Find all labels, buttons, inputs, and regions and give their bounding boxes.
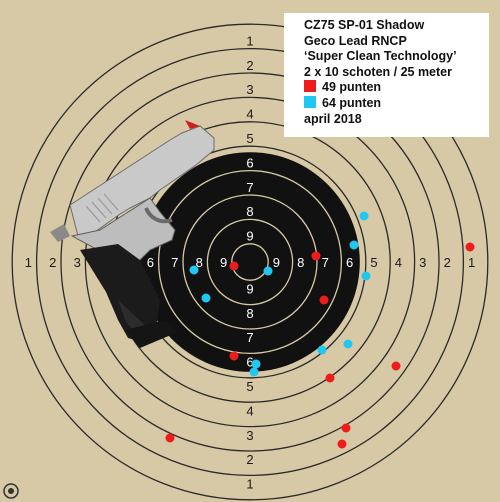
target-ring	[231, 243, 269, 281]
ring-number: 9	[273, 255, 280, 270]
ring-number: 8	[297, 255, 304, 270]
legend-ammo: Geco Lead RNCP	[304, 33, 407, 48]
ring-number: 3	[419, 255, 426, 270]
red-hit	[341, 423, 351, 433]
bullet-hits	[165, 211, 475, 449]
legend-shots: 2 x 10 schoten / 25 meter	[304, 64, 452, 79]
blue-swatch	[304, 95, 316, 108]
ring-number: 7	[246, 180, 253, 195]
target-ring	[157, 169, 343, 355]
ring-number: 9	[246, 229, 253, 244]
ring-number: 8	[246, 204, 253, 219]
blue-hit	[349, 240, 359, 250]
red-hit	[391, 361, 401, 371]
red-hit	[165, 433, 175, 443]
ring-number: 7	[171, 255, 178, 270]
ring-number: 8	[196, 255, 203, 270]
ring-number: 5	[246, 131, 253, 146]
pistol-image	[50, 120, 215, 348]
red-hit	[311, 251, 321, 261]
red-hit	[319, 295, 329, 305]
ring-number: 4	[246, 403, 253, 418]
target-ring	[84, 96, 416, 428]
ring-number: 6	[246, 155, 253, 170]
blue-hit	[343, 339, 353, 349]
corner-logo	[3, 483, 19, 499]
legend-red-label: 49 punten	[322, 80, 382, 95]
red-hit	[229, 351, 239, 361]
ring-number: 4	[246, 107, 253, 122]
ring-number: 2	[246, 452, 253, 467]
ring-number: 6	[346, 255, 353, 270]
ring-number: 2	[444, 255, 451, 270]
blue-hit	[201, 293, 211, 303]
ring-number: 7	[322, 255, 329, 270]
ring-number: 1	[25, 255, 32, 270]
blue-hit	[251, 359, 261, 369]
legend-box: CZ75 SP-01 Shadow Geco Lead RNCP ‘Super …	[284, 13, 489, 137]
black-aiming-area	[140, 152, 360, 372]
blue-hit	[317, 345, 327, 355]
target-ring	[206, 218, 294, 306]
ring-number: 6	[147, 255, 154, 270]
ring-number-labels: 111122223333444455556666777788889999	[25, 33, 475, 491]
legend-series-red: 49 punten	[304, 80, 481, 96]
ring-number: 3	[246, 82, 253, 97]
ring-number: 3	[246, 428, 253, 443]
blue-hit	[361, 271, 371, 281]
red-hit	[325, 373, 335, 383]
ring-number: 3	[74, 255, 81, 270]
ring-number: 5	[246, 379, 253, 394]
legend-blue-label: 64 punten	[322, 95, 382, 110]
ring-number: 6	[246, 355, 253, 370]
legend-tech: ‘Super Clean Technology’	[304, 49, 457, 64]
legend-date: april 2018	[304, 111, 362, 126]
blue-hit	[359, 211, 369, 221]
blue-hit	[189, 265, 199, 275]
blue-hit	[249, 367, 259, 377]
ring-number: 1	[246, 477, 253, 492]
ring-number: 1	[468, 255, 475, 270]
target-ring	[60, 72, 440, 452]
ring-number: 4	[395, 255, 402, 270]
ring-number: 2	[49, 255, 56, 270]
target-rings	[11, 23, 489, 501]
legend-series-blue: 64 punten	[304, 95, 481, 112]
red-swatch	[304, 80, 316, 93]
ring-number: 9	[220, 255, 227, 270]
red-hit	[465, 242, 475, 252]
ring-number: 7	[246, 330, 253, 345]
ring-number: 9	[246, 281, 253, 296]
ring-number: 2	[246, 58, 253, 73]
target-ring	[35, 47, 465, 477]
red-hit	[337, 439, 347, 449]
target-ring	[11, 23, 489, 501]
target-ring	[182, 194, 318, 330]
red-hit	[229, 261, 239, 271]
ring-number: 1	[246, 33, 253, 48]
legend-title: CZ75 SP-01 Shadow	[304, 18, 425, 32]
ring-number: 8	[246, 306, 253, 321]
ring-number: 5	[370, 255, 377, 270]
blue-hit	[263, 266, 273, 276]
